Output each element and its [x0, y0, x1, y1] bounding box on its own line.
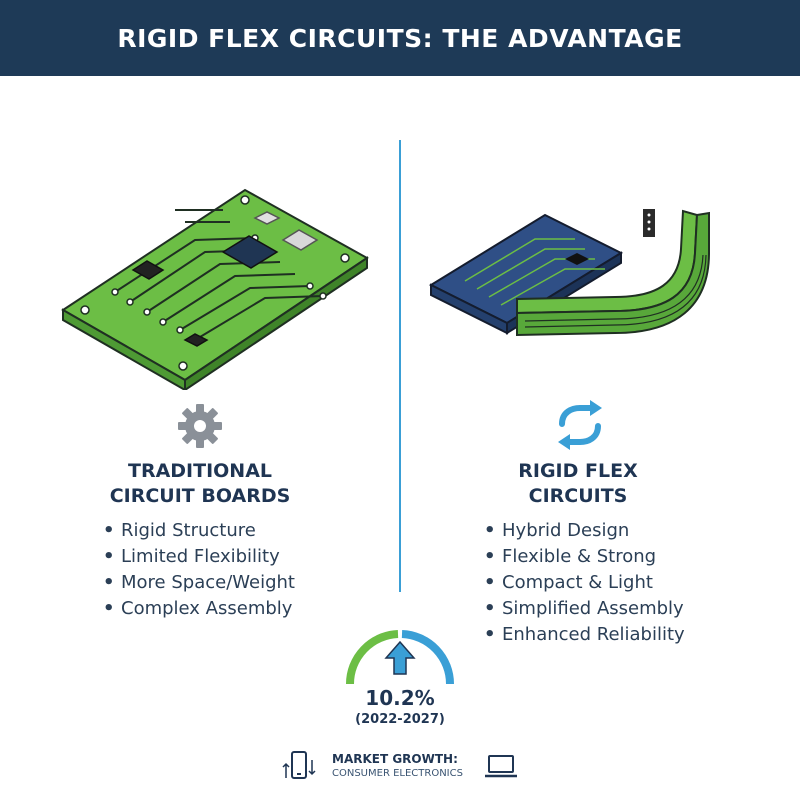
list-item: Rigid Structure	[103, 518, 295, 544]
traditional-bullet-list: Rigid Structure Limited Flexibility More…	[103, 518, 295, 622]
traditional-title-line2: CIRCUIT BOARDS	[109, 485, 291, 507]
rigid-flex-title-line2: CIRCUITS	[528, 485, 628, 507]
growth-value: 10.2%	[365, 686, 435, 710]
list-item: More Space/Weight	[103, 570, 295, 596]
page-title: RIGID FLEX CIRCUITS: THE ADVANTAGE	[117, 23, 683, 53]
growth-gauge	[345, 630, 455, 685]
traditional-title-line1: TRADITIONAL	[127, 460, 273, 482]
rigid-flex-title-line1: RIGID FLEX	[518, 460, 638, 482]
laptop-icon	[485, 755, 517, 778]
center-divider	[399, 140, 401, 592]
gear-icon	[178, 404, 222, 448]
growth-period: (2022-2027)	[355, 712, 445, 727]
traditional-title: TRADITIONAL CIRCUIT BOARDS	[70, 459, 330, 509]
list-item: Compact & Light	[484, 570, 685, 596]
up-arrow-icon	[384, 640, 416, 675]
list-item: Flexible & Strong	[484, 544, 685, 570]
list-item: Complex Assembly	[103, 596, 295, 622]
list-item: Limited Flexibility	[103, 544, 295, 570]
phone-icon	[282, 751, 316, 779]
header-banner: RIGID FLEX CIRCUITS: THE ADVANTAGE	[0, 0, 800, 76]
market-growth-sublabel: CONSUMER ELECTRONICS	[332, 768, 463, 779]
list-item: Enhanced Reliability	[484, 622, 685, 648]
rigid-flex-title: RIGID FLEX CIRCUITS	[448, 459, 708, 509]
rigid-flex-pcb-illustration	[428, 209, 710, 337]
traditional-pcb-illustration	[61, 188, 369, 390]
market-growth-label: MARKET GROWTH:	[332, 752, 458, 766]
rigid-flex-bullet-list: Hybrid Design Flexible & Strong Compact …	[484, 518, 685, 648]
list-item: Simplified Assembly	[484, 596, 685, 622]
list-item: Hybrid Design	[484, 518, 685, 544]
cycle-arrows-icon	[558, 400, 602, 450]
